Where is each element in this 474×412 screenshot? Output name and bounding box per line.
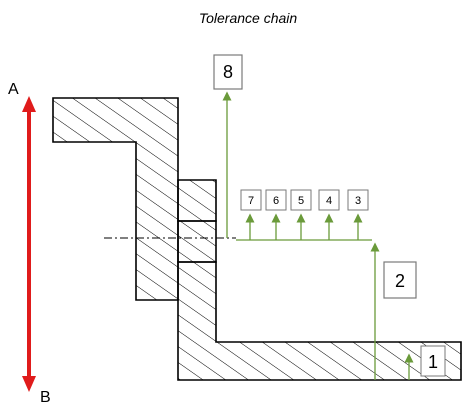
dimension-7: 7 (240, 189, 262, 240)
upper-part (52, 97, 179, 301)
dim-2-box (383, 261, 417, 299)
middle-block-top (177, 179, 217, 222)
dim-4-label: 4 (326, 195, 332, 207)
dim-5-label: 5 (298, 195, 304, 207)
dimension-5: 5 (290, 189, 312, 240)
middle-block-bottom (177, 220, 217, 263)
dim-7-label: 7 (248, 195, 254, 207)
dimension-1: 1 (404, 345, 446, 380)
dimension-2: 2 (370, 242, 417, 380)
dim-3-label: 3 (355, 195, 361, 207)
diagram-title: Tolerance chain (199, 10, 298, 26)
dim-1-label: 1 (428, 352, 438, 372)
axis-a-b: A B (8, 81, 51, 406)
dim-7-box (240, 189, 262, 211)
dim-5-box (290, 189, 312, 211)
dim-3-box (347, 189, 369, 211)
dimension-4: 4 (318, 189, 340, 240)
dimension-3: 3 (347, 189, 369, 240)
axis-label-a: A (8, 81, 19, 98)
lower-part (177, 261, 462, 381)
dim-1-box (420, 345, 446, 377)
dim-6-box (265, 189, 287, 211)
dim-8-label: 8 (223, 62, 233, 82)
dimension-8: 8 (213, 54, 243, 238)
axis-label-b: B (40, 389, 51, 406)
dim-6-label: 6 (273, 195, 279, 207)
axis-arrowhead-top (22, 96, 36, 112)
axis-arrowhead-bottom (22, 376, 36, 392)
dim-8-box (213, 54, 243, 90)
dim-2-label: 2 (395, 271, 405, 291)
dim-4-box (318, 189, 340, 211)
dimension-6: 6 (265, 189, 287, 240)
